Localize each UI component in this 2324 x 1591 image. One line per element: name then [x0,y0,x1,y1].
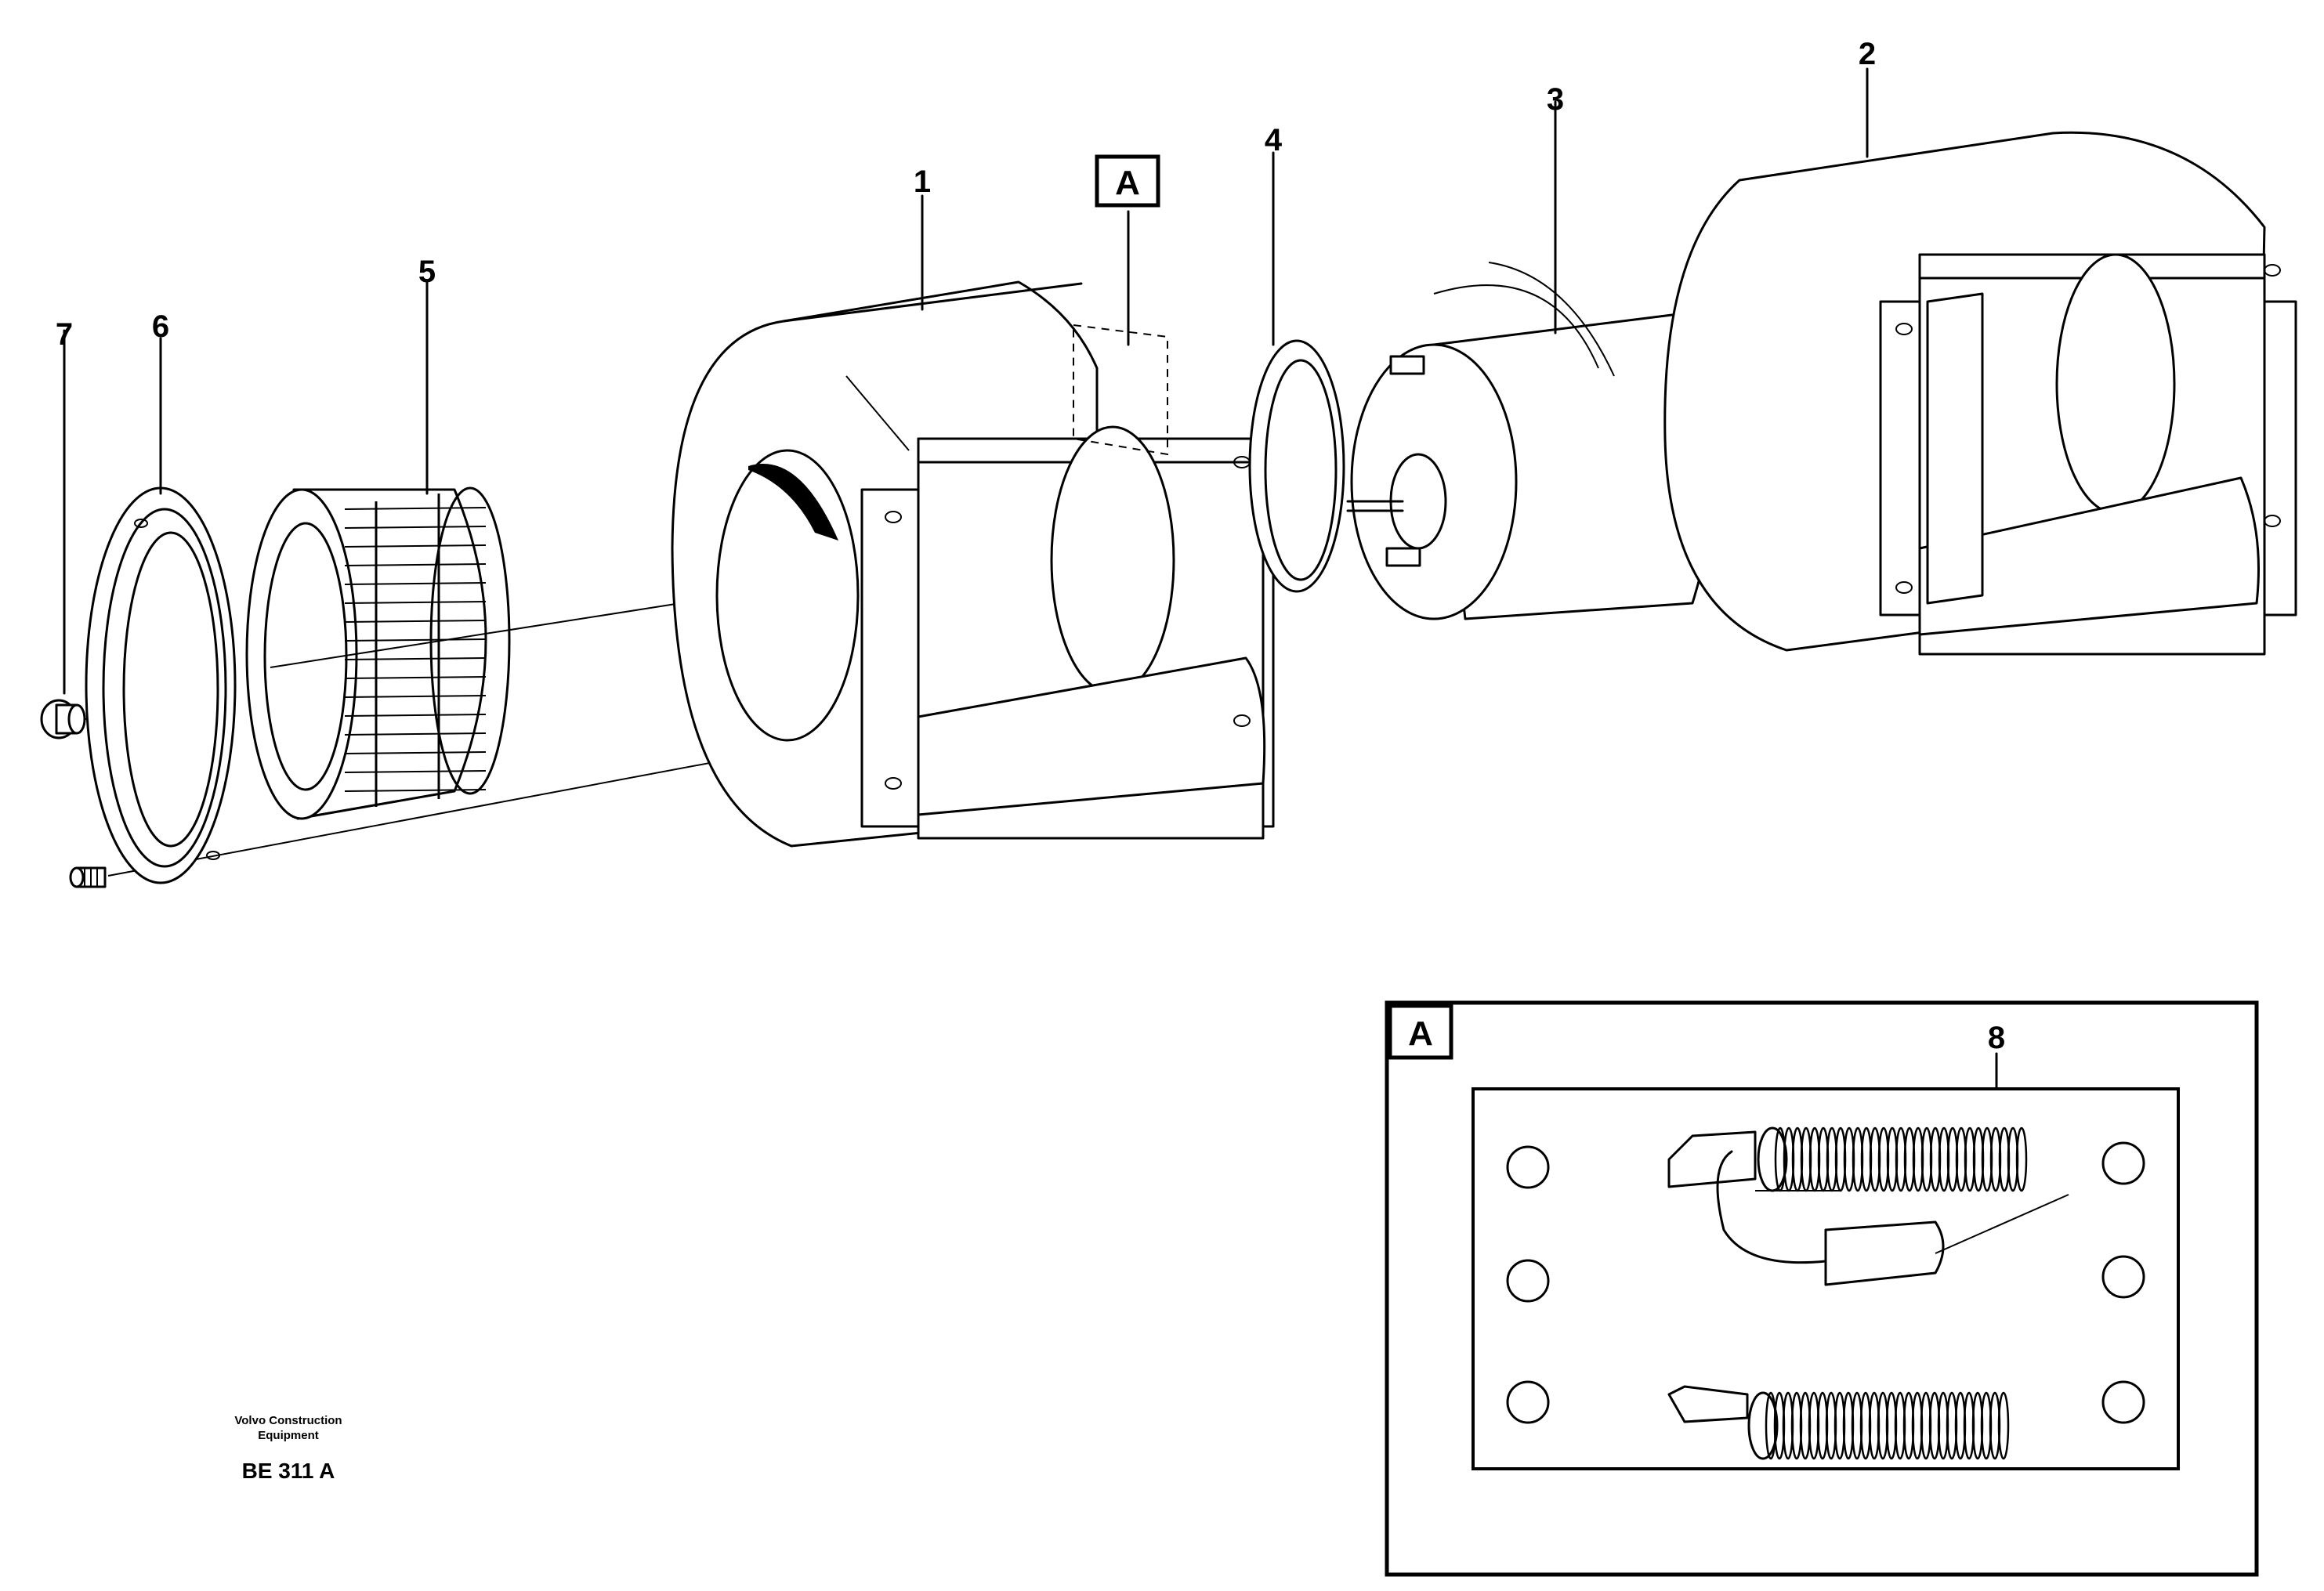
part-6-ring [85,337,237,884]
callout-7: 7 [56,317,73,352]
brand-line-1: Volvo Construction [234,1414,342,1427]
part-4-gasket [1248,151,1345,593]
footer-brand: Volvo Construction Equipment BE 311 A [234,1414,342,1483]
detail-ref-box: A [1095,154,1160,208]
detail-letter: A [1408,1014,1433,1053]
callout-3: 3 [1547,82,1564,117]
part-2-housing [1663,67,2297,656]
callout-8: 8 [1988,1021,2005,1055]
detail-a-inset: A 8 [1385,1000,2259,1577]
drawing-code: BE 311 A [242,1459,335,1483]
detail-ref-letter: A [1115,164,1140,202]
brand-line-2: Equipment [258,1429,319,1442]
callout-2: 2 [1859,37,1876,71]
callout-labels: 1 2 3 4 5 6 7 [56,37,1876,352]
callout-6: 6 [152,309,169,344]
callout-1: 1 [914,165,931,199]
part-1-housing [671,194,1275,848]
callout-5: 5 [418,255,436,289]
part-5-impeller [245,280,831,820]
callout-4: 4 [1265,123,1283,157]
